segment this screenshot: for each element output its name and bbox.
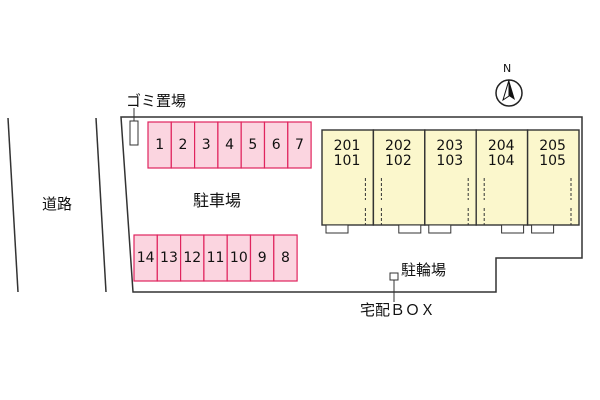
unit-number-lower: 103 [436,153,464,169]
parking-row-bottom [133,234,298,282]
road-edge-left [7,117,19,293]
parking-spot-number: 10 [229,250,248,266]
parking-spot-number: 9 [257,250,267,266]
north-arrow-icon [495,79,523,107]
apartment-unit [526,129,580,226]
parking-row-top [147,121,312,169]
unit-number-lower: 105 [539,153,566,169]
delivery-box-label: 宅配ＢＯＸ [360,301,436,319]
garbage-station-marker [129,120,139,146]
parking-lot-label: 駐車場 [193,191,242,210]
unit-entrance-step [531,224,555,234]
garbage-station-label: ゴミ置場 [126,92,187,110]
apartment-unit [372,129,426,226]
parking-spot-number: 6 [271,137,281,153]
parking-spot-number: 7 [294,137,304,153]
parking-spot-number: 14 [136,250,155,266]
unit-number-upper: 201 [333,138,361,154]
apartment-building [321,129,580,234]
apartment-unit [321,129,375,226]
unit-entrance-step [325,224,349,234]
apartment-unit [475,129,529,226]
parking-spot-top [287,121,312,169]
unit-entrance-step [501,224,525,234]
unit-number-upper: 205 [539,138,566,154]
parking-spot-number: 12 [183,250,202,266]
parking-spot-number: 3 [201,137,211,153]
unit-number-upper: 204 [487,138,515,154]
parking-spot-number: 13 [160,250,178,266]
unit-entrance-step [398,224,422,234]
apartment-unit [424,129,477,226]
parking-spot-number: 4 [225,137,234,153]
delivery-box-marker [389,272,399,281]
unit-number-lower: 101 [333,153,361,169]
north-label: N [503,62,512,75]
parking-spot-number: 1 [155,137,165,153]
parking-spot-bottom [273,234,298,282]
parking-spot-number: 11 [206,250,225,266]
unit-number-upper: 203 [436,138,464,154]
road-label: 道路 [42,195,73,213]
unit-number-lower: 104 [487,153,515,169]
unit-entrance-step [428,224,452,234]
bicycle-parking-label: 駐輪場 [401,261,447,279]
unit-number-upper: 202 [385,138,412,154]
parking-spot-number: 8 [280,250,290,266]
parking-spot-number: 2 [178,137,188,153]
unit-number-lower: 102 [385,153,412,169]
road-edge-right [95,117,107,293]
parking-spot-number: 5 [248,137,258,153]
